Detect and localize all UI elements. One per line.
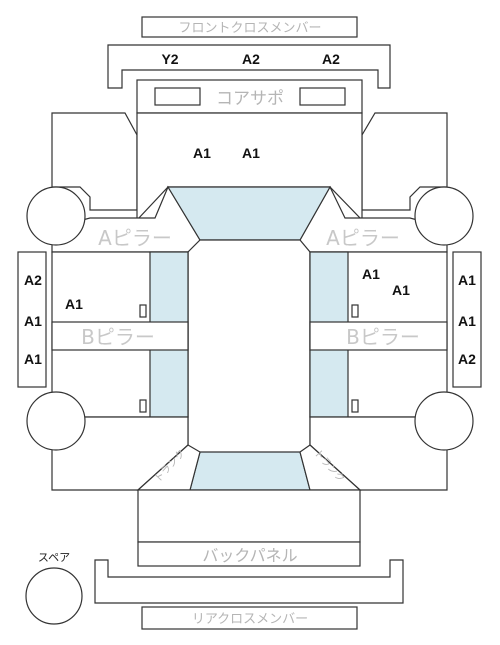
b-pillar-left-band: [51, 321, 189, 351]
front-left-wheel-icon: [26, 186, 86, 246]
back-panel-box: [137, 541, 361, 567]
rear-cross-member-label: リアクロスメンバー: [192, 612, 308, 627]
front-cross-member-label: フロントクロスメンバー: [178, 21, 321, 36]
grade-right-front-door-2: A1: [392, 282, 410, 298]
front-cross-member-box: [141, 16, 358, 38]
grade-right-strip-3: A2: [458, 351, 476, 367]
a-pillar-left-label: Aピラー: [98, 226, 172, 250]
roof: [187, 239, 311, 461]
rear-glass: [189, 451, 311, 491]
rear-right-wheel-icon: [414, 391, 474, 451]
b-pillar-left-label: Bピラー: [81, 325, 155, 349]
spare-label: スペア: [38, 551, 70, 564]
rear-cross-member-box: [141, 606, 358, 630]
b-pillar-right-label: Bピラー: [346, 325, 420, 349]
grade-right-strip-2: A1: [458, 313, 476, 329]
right-front-door-handle: [351, 304, 359, 318]
core-support-label: コアサポ: [216, 89, 284, 109]
grade-right-strip-1: A1: [458, 272, 476, 288]
rear-cross-member-bracket: [94, 559, 404, 604]
grade-hood-right: A1: [242, 145, 260, 161]
grade-hood-left: A1: [193, 145, 211, 161]
grade-front-cross-left: Y2: [161, 51, 178, 67]
right-rear-door-handle: [351, 399, 359, 413]
left-side-strip: [17, 251, 47, 388]
front-right-wheel-icon: [414, 186, 474, 246]
core-support-area: [136, 79, 363, 114]
trunk-lid: [137, 489, 361, 543]
rear-left-wheel-icon: [26, 391, 86, 451]
left-rear-door-handle: [139, 399, 147, 413]
core-support-right-box: [299, 87, 346, 106]
right-side-strip: [452, 251, 482, 388]
grade-left-strip-3: A1: [24, 351, 42, 367]
grade-left-strip-2: A1: [24, 313, 42, 329]
back-panel-label: バックパネル: [202, 546, 297, 565]
grade-front-cross-right: A2: [322, 51, 340, 67]
a-pillar-right-label: Aピラー: [326, 226, 400, 250]
grade-right-front-door-1: A1: [362, 266, 380, 282]
spare-tire-icon: [25, 567, 83, 625]
front-cross-member-bracket: [107, 44, 391, 89]
grade-left-front-door: A1: [65, 296, 83, 312]
left-front-door-handle: [139, 304, 147, 318]
grade-left-strip-1: A2: [24, 272, 42, 288]
b-pillar-right-band: [309, 321, 448, 351]
core-support-left-box: [154, 87, 201, 106]
grade-front-cross-center: A2: [242, 51, 260, 67]
right-front-fender: [361, 112, 448, 211]
